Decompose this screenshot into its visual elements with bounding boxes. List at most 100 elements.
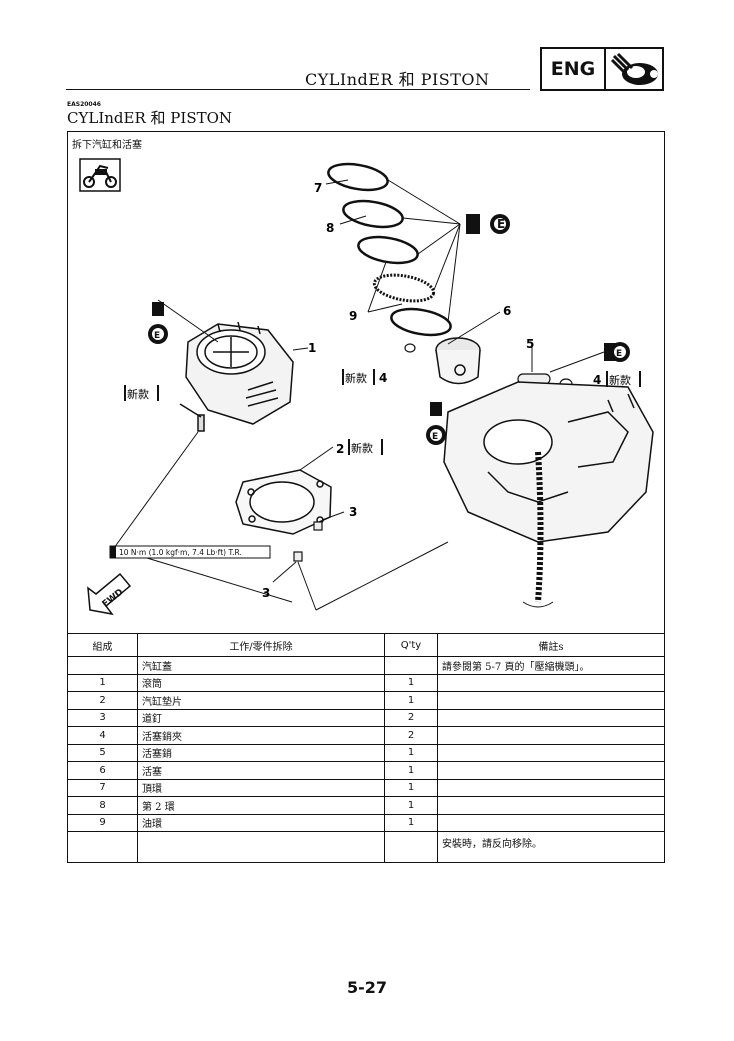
callout-7: 7: [314, 181, 322, 195]
table-row: 2 汽缸墊片 1: [67, 691, 665, 710]
chapter-badge: ENG: [540, 47, 664, 91]
new-tag-text: 新款: [345, 371, 367, 385]
cell-order: 8: [67, 796, 138, 815]
cell-remarks: [437, 743, 665, 762]
torque-spec-box: [109, 545, 271, 559]
cell-job: 滾筒: [137, 673, 385, 692]
callout-2: 2: [336, 442, 344, 456]
cell-qty: [384, 831, 438, 863]
table-row: 汽缸蓋 請參閱第 5-7 頁的「壓縮機頭」。: [67, 656, 665, 675]
cell-remarks: [437, 813, 665, 832]
cylinder-bolt: [179, 403, 205, 432]
table-row: 7 頂環 1: [67, 778, 665, 797]
cell-job: 活塞銷夾: [137, 726, 385, 745]
lube-mark-letter: E: [616, 349, 622, 359]
callout-5: 5: [526, 337, 534, 351]
cell-order: 4: [67, 726, 138, 745]
parts-table: 組成 工作/零件拆除 Q'ty 備註s 汽缸蓋 請參閱第 5-7 頁的「壓縮機頭…: [67, 633, 665, 863]
column-header-job: 工作/零件拆除: [137, 633, 385, 657]
cell-order: 6: [67, 761, 138, 780]
column-header-order: 組成: [67, 633, 138, 657]
cell-qty: 2: [384, 708, 438, 727]
diagram-title: 拆下汽缸和活塞: [72, 140, 142, 151]
lube-mark-letter: E: [497, 217, 505, 231]
new-tag-right-clip: [606, 371, 641, 387]
cell-job: 活塞: [137, 761, 385, 780]
callout-4-right: 4: [593, 373, 601, 387]
new-tag-text: 新款: [609, 373, 631, 387]
lube-mark-rings: [466, 214, 510, 234]
cell-remarks: [437, 778, 665, 797]
table-row: 安裝時，請反向移除。: [67, 831, 665, 863]
page-header-title: CYLIndER 和 PISTON: [305, 70, 490, 89]
callout-6: 6: [503, 304, 511, 318]
cell-qty: [384, 656, 438, 675]
cell-job: 汽缸墊片: [137, 691, 385, 710]
cell-qty: 1: [384, 691, 438, 710]
cell-qty: 1: [384, 743, 438, 762]
header-rule: [66, 89, 530, 90]
column-header-remarks: 備註s: [437, 633, 665, 657]
cell-qty: 1: [384, 813, 438, 832]
table-header-row: 組成 工作/零件拆除 Q'ty 備註s: [67, 633, 665, 657]
cell-remarks: 請參閱第 5-7 頁的「壓縮機頭」。: [437, 656, 665, 675]
new-tag-text: 新款: [127, 387, 149, 401]
lube-mark-letter: E: [432, 432, 438, 442]
cell-qty: 1: [384, 761, 438, 780]
cell-order: [67, 831, 138, 863]
engine-icon: [606, 49, 662, 89]
page-number: 5-27: [346, 978, 388, 997]
piston-pin: [404, 343, 573, 390]
cell-job: 油環: [137, 813, 385, 832]
cell-job: 第 2 環: [137, 796, 385, 815]
chapter-label: ENG: [542, 49, 606, 89]
new-tag-left-clip: [342, 369, 375, 385]
cell-order: 5: [67, 743, 138, 762]
cylinder-gasket: [235, 469, 332, 535]
table-row: 4 活塞銷夾 2: [67, 726, 665, 745]
section-code: EAS20046: [67, 101, 101, 108]
lube-mark-pin: [604, 342, 630, 362]
cell-job: [137, 831, 385, 863]
table-row: 6 活塞 1: [67, 761, 665, 780]
cell-qty: 1: [384, 796, 438, 815]
cell-remarks: [437, 673, 665, 692]
cell-job: 活塞銷: [137, 743, 385, 762]
cell-order: 1: [67, 673, 138, 692]
table-row: 3 道釘 2: [67, 708, 665, 727]
cylinder-drawing: [185, 321, 294, 425]
callout-4-left: 4: [379, 371, 387, 385]
cell-remarks: [437, 691, 665, 710]
cell-job: 道釘: [137, 708, 385, 727]
cell-remarks: [437, 726, 665, 745]
cell-order: 9: [67, 813, 138, 832]
new-tag-gasket: [348, 439, 383, 455]
cell-order: 2: [67, 691, 138, 710]
cell-job: 頂環: [137, 778, 385, 797]
torque-spec: 10 N·m (1.0 kgf·m, 7.4 Lb·ft) T.R.: [119, 548, 242, 557]
cell-qty: 2: [384, 726, 438, 745]
column-header-qty: Q'ty: [384, 633, 438, 657]
lube-mark-cylinder: [148, 302, 168, 344]
lube-mark-letter: E: [154, 331, 160, 341]
dowel-pins: [293, 521, 323, 562]
table-row: 8 第 2 環 1: [67, 796, 665, 815]
cell-remarks: 安裝時，請反向移除。: [437, 831, 665, 863]
table-row: 9 油環 1: [67, 813, 665, 832]
cell-order: 7: [67, 778, 138, 797]
callout-3-lower: 3: [262, 586, 270, 600]
new-tag-bolt: [124, 385, 159, 401]
new-tag-text: 新款: [351, 441, 373, 455]
table-row: 5 活塞銷 1: [67, 743, 665, 762]
cell-qty: 1: [384, 778, 438, 797]
crankcase-drawing: [443, 381, 654, 608]
callout-3-upper: 3: [349, 505, 357, 519]
callout-1: 1: [308, 341, 316, 355]
cell-remarks: [437, 708, 665, 727]
section-title: CYLIndER 和 PISTON: [67, 109, 233, 127]
motorcycle-icon: [79, 158, 121, 192]
fwd-arrow-icon: [87, 572, 132, 616]
cell-order: [67, 656, 138, 675]
piston-rings: [327, 162, 452, 337]
cell-remarks: [437, 796, 665, 815]
